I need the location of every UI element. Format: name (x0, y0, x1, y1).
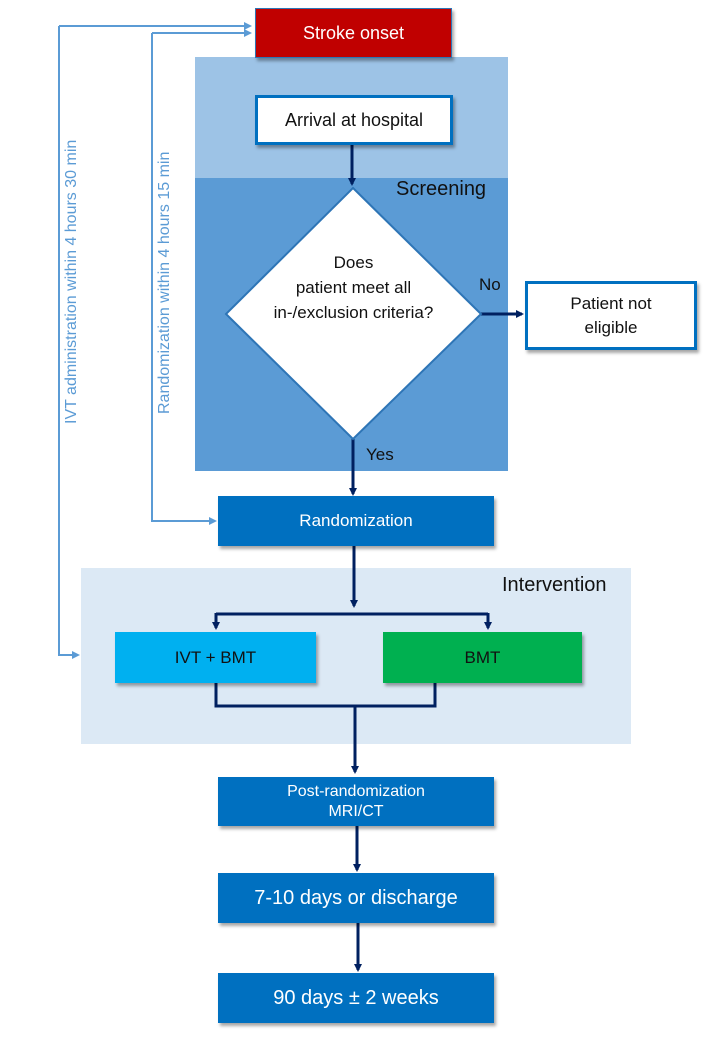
randomization-label: Randomization (299, 511, 413, 530)
stroke-onset-box[interactable]: Stroke onset (255, 8, 452, 58)
post-randomization-line-2: MRI/CT (328, 802, 384, 820)
decision-line-3: in-/exclusion criteria? (273, 303, 434, 322)
randomization-timeline-label: Randomization within 4 hours 15 min (156, 151, 173, 414)
rand-timeline-line (151, 33, 217, 525)
not-eligible-line-2: eligible (584, 317, 638, 337)
not-eligible-box[interactable]: Patient not eligible (525, 281, 697, 350)
ivt-timeline-label: IVT administration within 4 hours 30 min (63, 139, 80, 424)
day7-box[interactable]: 7-10 days or discharge (218, 873, 494, 923)
decision-text: Does patient meet all in-/exclusion crit… (226, 250, 481, 325)
arrival-box[interactable]: Arrival at hospital (255, 95, 453, 145)
bmt-box[interactable]: BMT (383, 632, 582, 683)
stroke-onset-label: Stroke onset (302, 22, 405, 43)
decision-diamond (224, 186, 483, 441)
randomization-box[interactable]: Randomization (218, 496, 494, 546)
arrival-label: Arrival at hospital (284, 109, 424, 130)
post-randomization-line-1: Post-randomization (287, 782, 425, 800)
day7-label: 7-10 days or discharge (254, 886, 458, 909)
yes-label: Yes (366, 445, 394, 464)
post-randomization-box[interactable]: Post-randomization MRI/CT (218, 777, 494, 826)
intervention-label: Intervention (502, 574, 607, 596)
merge-bar (214, 682, 437, 708)
no-label: No (479, 275, 501, 294)
screening-label: Screening (396, 178, 487, 200)
day90-box[interactable]: 90 days ± 2 weeks (218, 973, 494, 1023)
day90-label: 90 days ± 2 weeks (273, 986, 439, 1009)
ivt-bmt-box[interactable]: IVT + BMT (115, 632, 316, 683)
not-eligible-line-1: Patient not (570, 293, 652, 313)
ivt-timeline-line (58, 26, 80, 659)
decision-line-2: patient meet all (295, 278, 412, 297)
decision-line-1: Does (333, 253, 374, 272)
ivt-bmt-label: IVT + BMT (174, 647, 257, 667)
bmt-label: BMT (464, 647, 501, 667)
